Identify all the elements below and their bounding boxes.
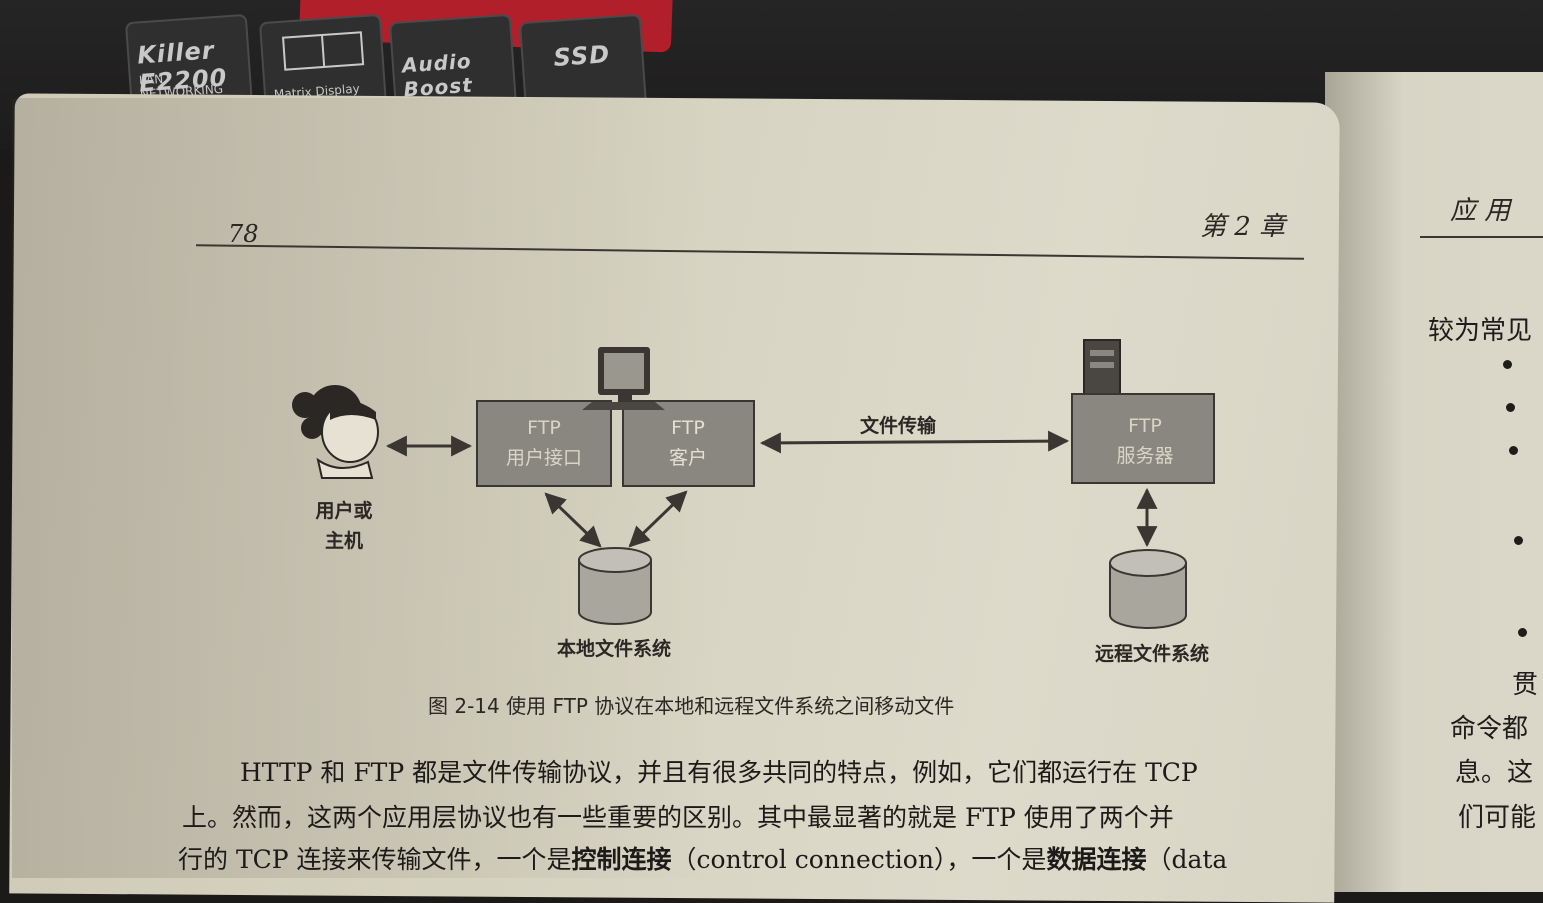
body-line-3-part-e: （data [1146, 845, 1227, 874]
ftp-server-box [1072, 394, 1214, 483]
client-local-arrow [630, 492, 686, 546]
ftp-diagram: 用户或 主机 FTP 用户接口 FTP 客户 文件传输 FTP 服务器 本地文件… [0, 0, 1543, 867]
ftp-client-line1: FTP [671, 417, 705, 439]
ftp-ui-box [477, 401, 611, 486]
ui-local-arrow [546, 494, 600, 546]
local-fs-cylinder [579, 548, 651, 624]
control-connection-term: 控制连接 [572, 845, 672, 874]
ftp-client-box [623, 401, 754, 486]
remote-fs-cylinder [1110, 550, 1186, 628]
body-line-3-part-a: 行的 TCP 连接来传输文件，一个是 [178, 845, 572, 874]
body-line-3-part-c: （control connection），一个是 [672, 845, 1047, 874]
remote-fs-label: 远程文件系统 [1095, 642, 1209, 665]
body-line-2: 上。然而，这两个应用层协议也有一些重要的区别。其中最显著的就是 FTP 使用了两… [182, 798, 1174, 834]
user-label-line1: 用户或 [315, 499, 372, 522]
data-connection-term: 数据连接 [1046, 845, 1146, 874]
ftp-server-line1: FTP [1128, 415, 1162, 437]
file-transfer-arrow [762, 441, 1067, 443]
local-fs-label: 本地文件系统 [557, 637, 671, 660]
ftp-server-line2: 服务器 [1116, 445, 1173, 467]
ftp-ui-line2: 用户接口 [506, 447, 582, 469]
ftp-ui-line1: FTP [527, 417, 561, 439]
body-line-3: 行的 TCP 连接来传输文件，一个是控制连接（control connectio… [178, 840, 1227, 876]
figure-caption: 图 2-14 使用 FTP 协议在本地和远程文件系统之间移动文件 [428, 690, 954, 719]
user-label-line2: 主机 [325, 530, 363, 552]
file-transfer-label: 文件传输 [860, 414, 937, 437]
user-icon [292, 385, 378, 478]
body-line-1: HTTP 和 FTP 都是文件传输协议，并且有很多共同的特点，例如，它们都运行在… [240, 753, 1198, 789]
ftp-client-line2: 客户 [669, 447, 707, 469]
